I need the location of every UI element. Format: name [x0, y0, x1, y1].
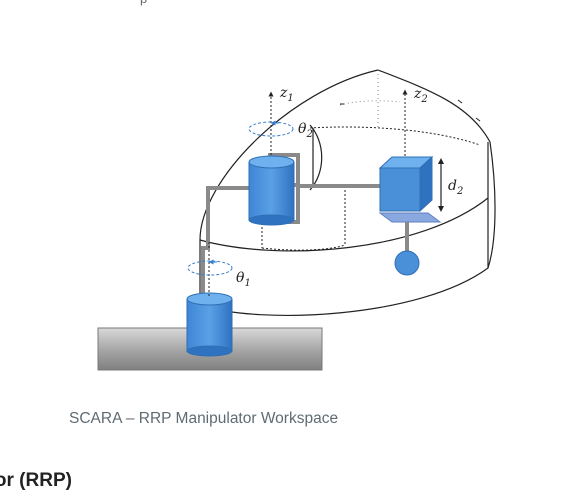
scara-diagram: z1 z2 θ2 θ1 d2 — [97, 69, 496, 371]
theta2-label: θ2 — [298, 121, 313, 140]
workspace-outer-front-arc — [199, 141, 496, 317]
figure-caption: SCARA – RRP Manipulator Workspace — [69, 410, 339, 427]
prismatic-joint-cube — [378, 155, 442, 223]
z2-label: z2 — [413, 86, 428, 105]
theta1-rotation-icon — [187, 260, 233, 276]
joint-2-cylinder — [248, 155, 295, 226]
top-cut-text: p — [140, 0, 147, 6]
workspace-lower-arc — [199, 197, 489, 252]
z1-label: z1 — [279, 85, 294, 104]
gripper-plate — [378, 212, 442, 223]
section-heading-cut: ator (RRP) — [0, 470, 72, 491]
joint-1-cylinder — [186, 292, 233, 357]
theta1-label: θ1 — [236, 270, 251, 289]
d2-label: d2 — [448, 178, 463, 197]
workspace-ticks — [340, 99, 481, 122]
end-effector-ball — [394, 250, 420, 276]
theta2-arc — [309, 124, 323, 191]
